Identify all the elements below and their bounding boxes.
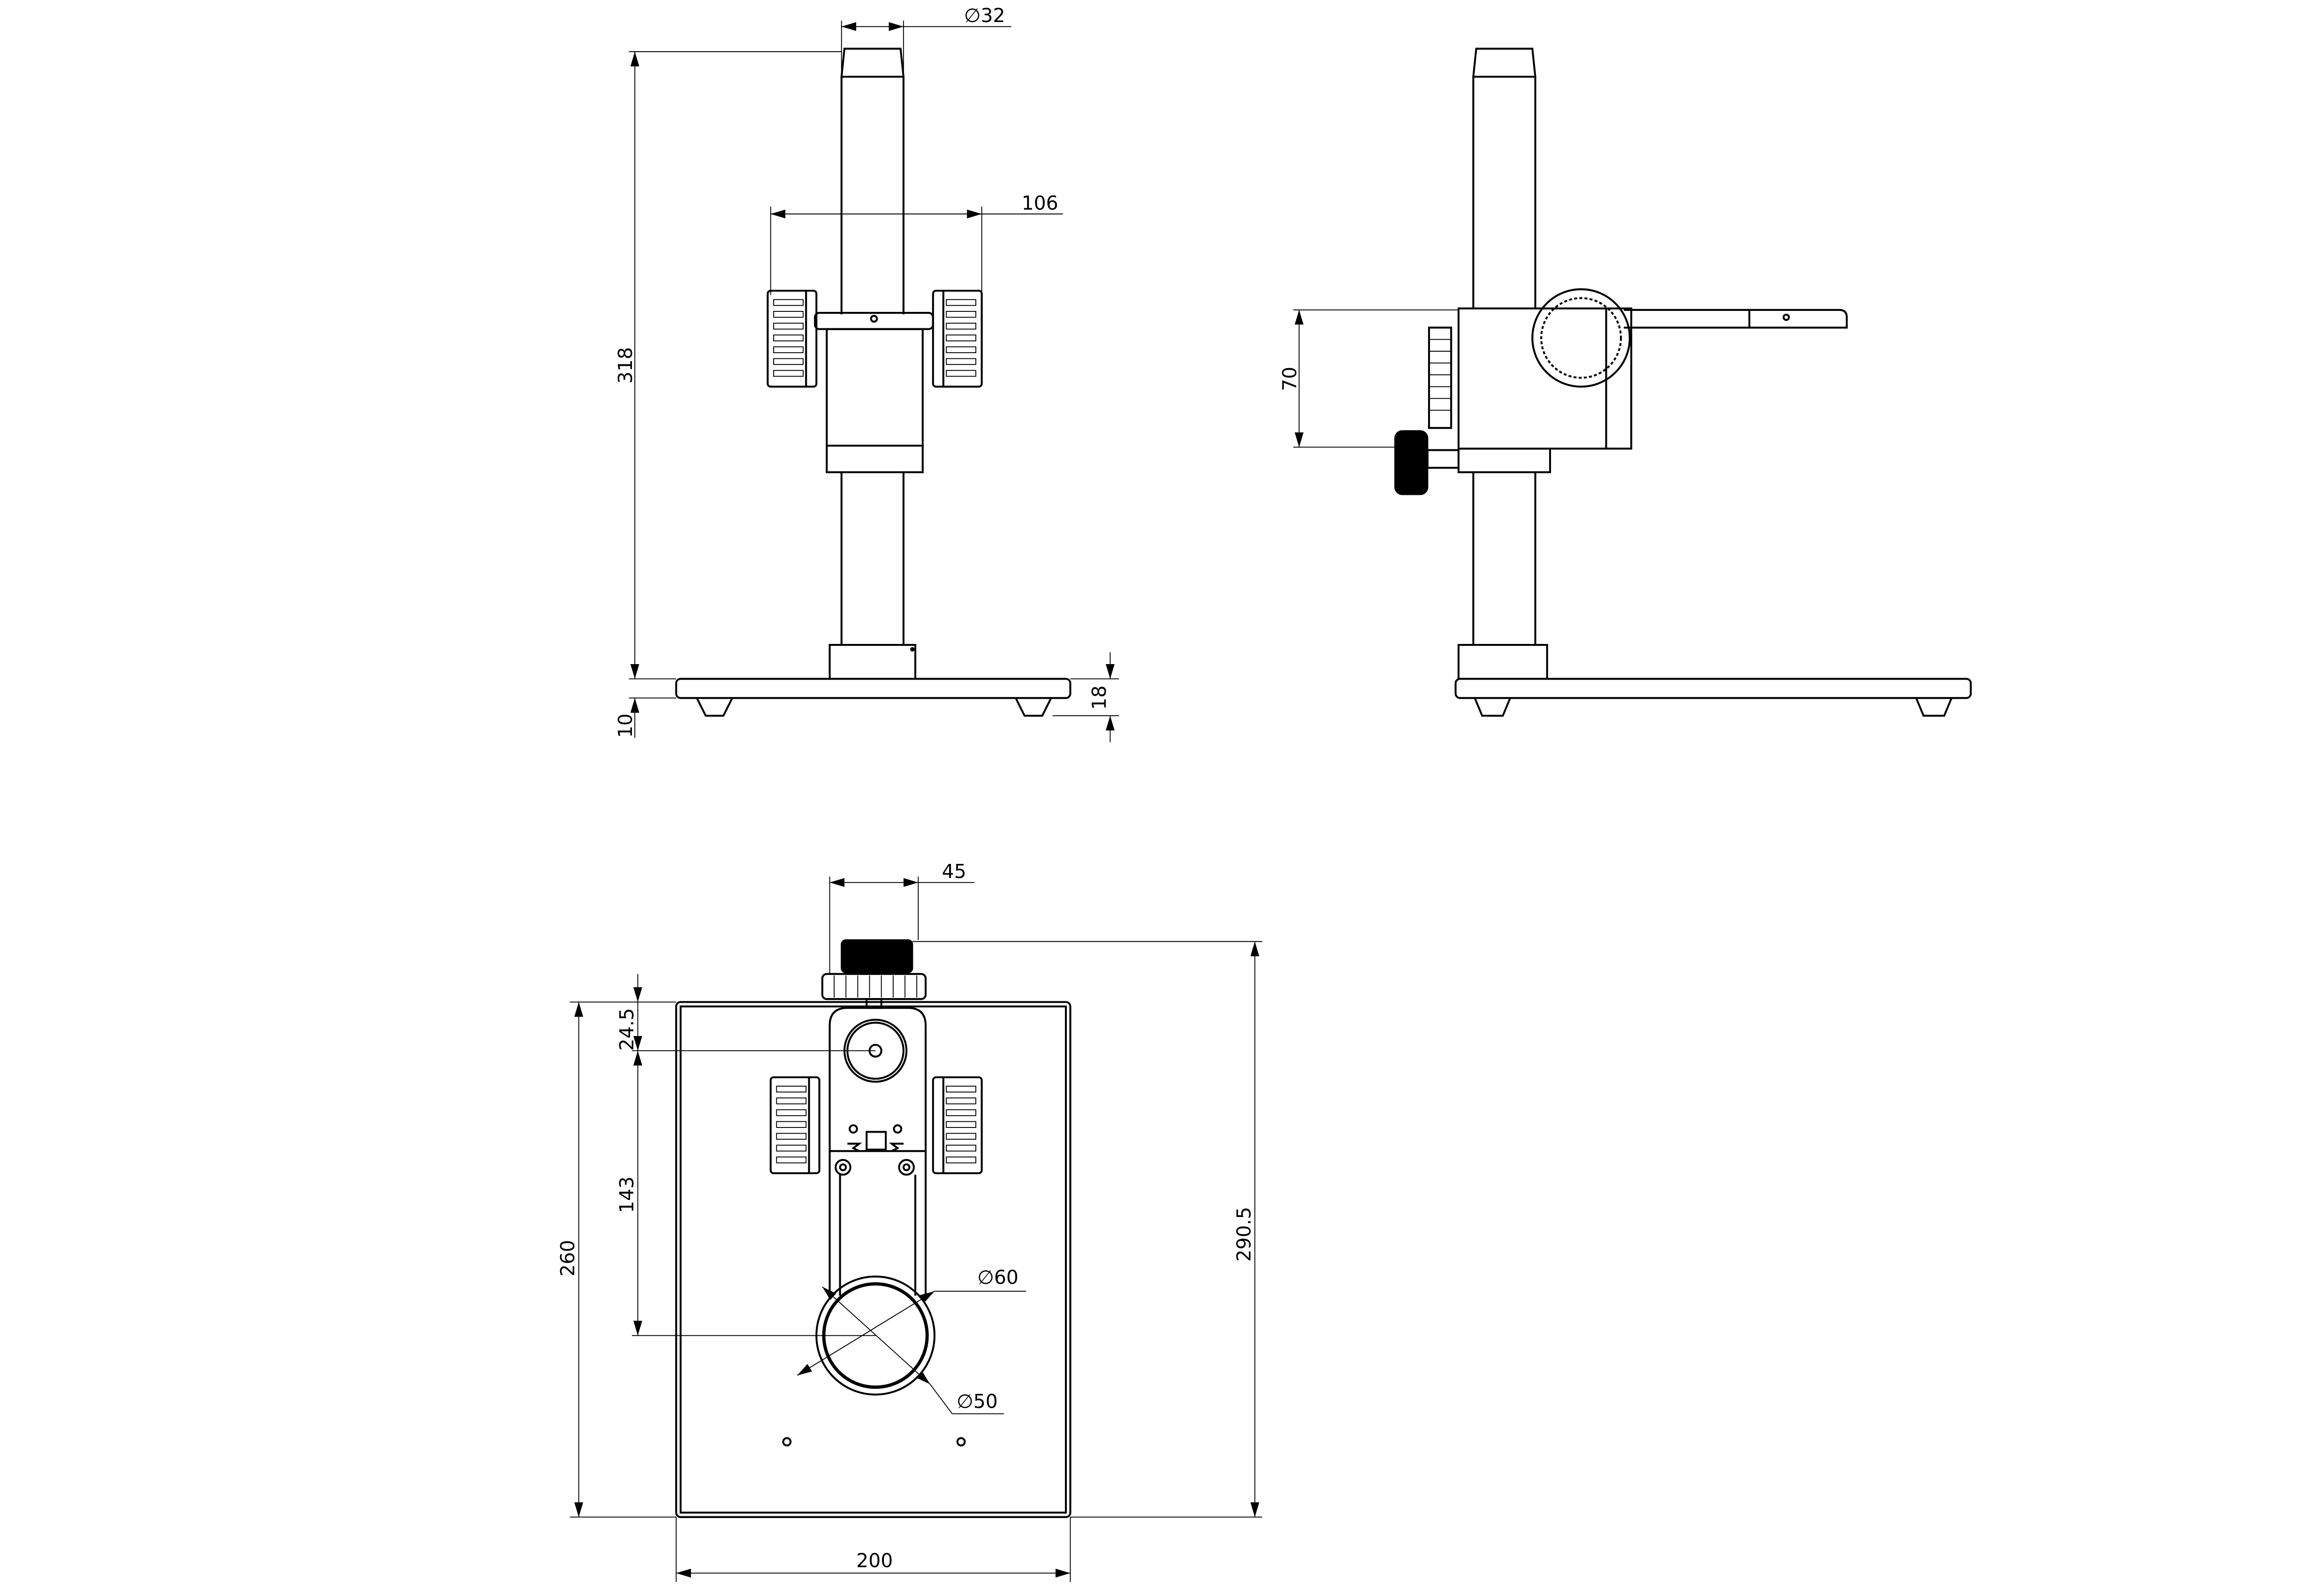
right-knob-icon <box>933 291 982 387</box>
screw-hole <box>848 1124 858 1134</box>
clamp-ring-knurl <box>1540 297 1622 379</box>
dim-offset: 24.5 <box>616 1008 638 1051</box>
dim-base-width: 200 <box>856 1550 893 1572</box>
base-plate <box>1454 678 1972 699</box>
top-view: 45 24.5 143 260 290.5 ∅60 ∅50 200 <box>556 860 1262 1582</box>
base-collar <box>828 643 917 680</box>
right-knob-icon <box>933 1077 982 1173</box>
collar-knurling <box>834 975 918 998</box>
lock-knob-icon <box>1394 430 1429 495</box>
arm-screw <box>898 1159 915 1176</box>
arm-hole <box>1782 313 1790 321</box>
dovetail <box>847 1142 904 1152</box>
column <box>840 76 904 645</box>
dim-column-diameter: ∅32 <box>964 4 1005 27</box>
column-cap <box>1472 47 1536 78</box>
dim-clamp-width: 45 <box>942 860 966 883</box>
upper-collar <box>1457 447 1551 473</box>
front-view: ∅32 106 318 10 18 <box>614 4 1119 742</box>
lock-knob-stem <box>1426 449 1460 469</box>
mount-hole <box>956 1437 966 1447</box>
dim-total-depth: 290.5 <box>1232 1207 1255 1262</box>
dovetail-key <box>866 1131 887 1151</box>
side-dimension-lines <box>1293 309 1459 448</box>
side-view: 70 <box>1278 47 1972 717</box>
knurled-collar <box>821 973 927 1000</box>
base-plate <box>675 1001 1072 1518</box>
dim-foot-height: 10 <box>614 713 637 738</box>
left-knob-icon <box>768 291 816 387</box>
dim-center-distance: 143 <box>616 1176 638 1213</box>
column <box>1472 76 1536 645</box>
left-knob-icon <box>771 1077 820 1173</box>
dim-clamp-height: 70 <box>1278 367 1301 391</box>
mount-hole <box>782 1437 792 1447</box>
dim-knob-span: 106 <box>1022 192 1058 214</box>
dim-ring-outer: ∅60 <box>977 1266 1018 1289</box>
screw-hole <box>893 1124 903 1134</box>
top-dimension-lines <box>570 877 1262 1582</box>
clamp-block <box>828 1007 927 1152</box>
side-knob-knurling <box>1429 339 1452 411</box>
feet <box>1474 697 1953 717</box>
column-cap <box>840 47 905 78</box>
lock-knob-icon <box>841 939 913 974</box>
base-plate <box>675 678 1072 699</box>
clamp-ring <box>1531 288 1631 388</box>
front-dimension-lines <box>629 21 1119 742</box>
set-screw <box>910 647 915 652</box>
arm-screw <box>835 1159 851 1176</box>
base-plate-inner-edge <box>679 1005 1067 1514</box>
feet <box>696 697 1052 717</box>
arm-screw-center <box>902 1163 911 1172</box>
base-collar <box>1457 643 1548 680</box>
clamp-block <box>826 328 924 473</box>
screw-hole <box>870 315 878 323</box>
ring-arms <box>828 1151 927 1299</box>
dim-base-thickness: 18 <box>1088 685 1110 710</box>
dim-base-depth: 260 <box>556 1240 579 1277</box>
dim-total-height: 318 <box>614 347 637 384</box>
arm-screw-center <box>839 1163 847 1172</box>
dim-ring-inner: ∅50 <box>957 1390 998 1413</box>
arm <box>1624 309 1848 329</box>
side-knob-icon <box>1428 326 1452 429</box>
